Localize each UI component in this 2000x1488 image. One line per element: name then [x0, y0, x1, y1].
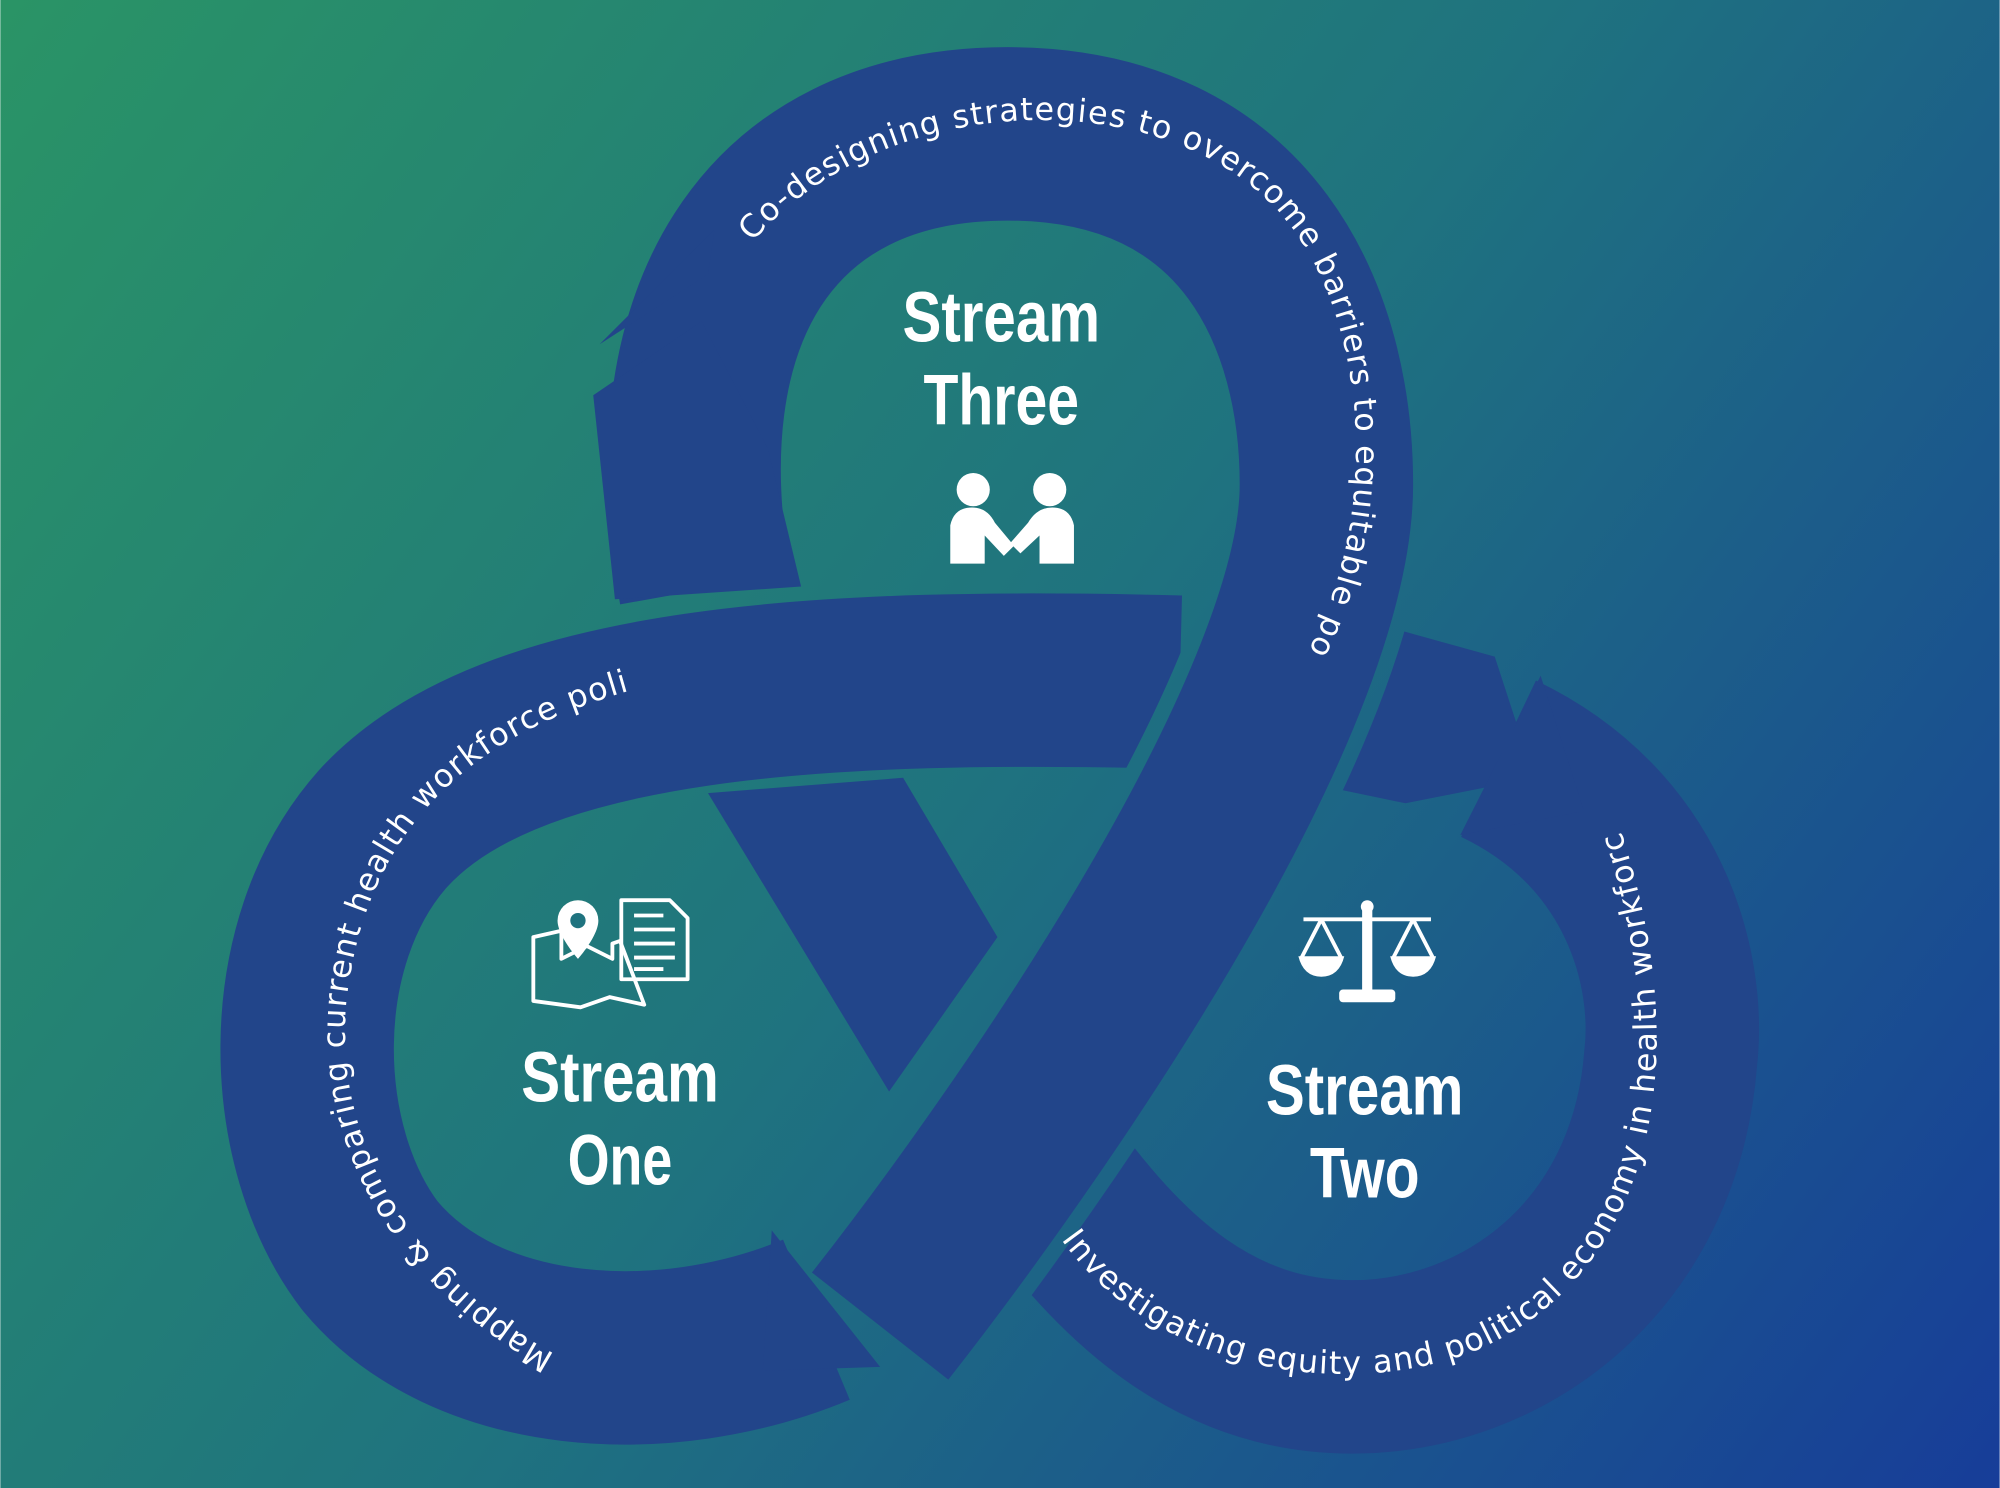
stream-one-title-line2: One — [568, 1121, 673, 1201]
stream-three-title-line2: Three — [923, 361, 1079, 441]
stream-three-title-line1: Stream — [902, 278, 1100, 358]
stream-two-title-line2: Two — [1310, 1133, 1420, 1213]
stream-three-ribbon — [593, 47, 1429, 1390]
stream-one-ribbon — [220, 593, 1182, 1445]
scales-of-justice-icon — [1298, 900, 1437, 1003]
stream-two-ribbon — [987, 631, 1759, 1454]
stream-one-title-line1: Stream — [521, 1038, 719, 1118]
map-document-icon — [531, 898, 690, 1010]
handshake-icon — [950, 473, 1074, 564]
stream-two-title-line1: Stream — [1266, 1050, 1464, 1130]
